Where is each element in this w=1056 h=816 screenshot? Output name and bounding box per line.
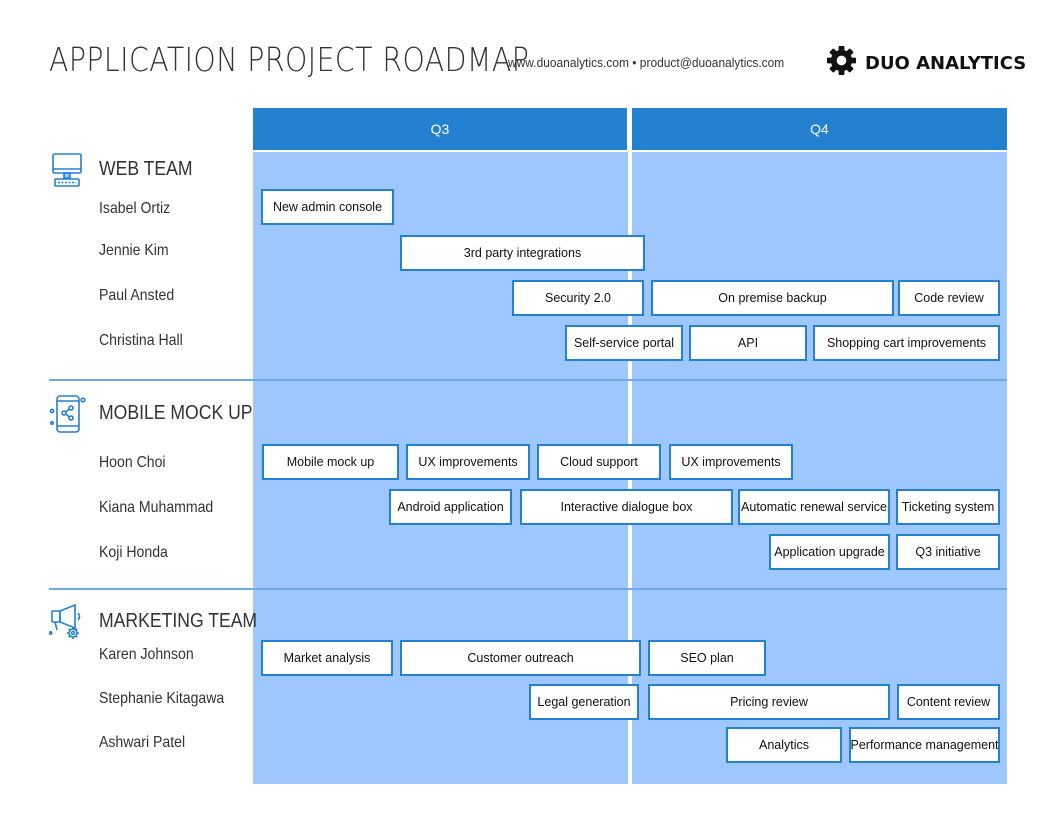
page-title: APPLICATION PROJECT ROADMAP <box>49 40 530 79</box>
quarter-header-q3: Q3 <box>253 108 627 150</box>
task-bar: Application upgrade <box>769 534 890 570</box>
team-title-web: WEB TEAM <box>99 158 193 180</box>
megaphone-gear-icon <box>48 603 87 641</box>
task-bar: Performance management <box>849 727 1000 763</box>
member-name: Ashwari Patel <box>99 734 186 751</box>
brand-name: DUO ANALYTICS <box>865 52 1027 74</box>
member-name: Christina Hall <box>99 332 183 349</box>
mobile-share-icon <box>49 395 87 433</box>
task-bar: Legal generation <box>529 684 639 720</box>
task-bar: Android application <box>389 489 512 525</box>
task-bar: Pricing review <box>648 684 890 720</box>
contact-info: www.duoanalytics.com • product@duoanalyt… <box>508 55 785 70</box>
member-name: Stephanie Kitagawa <box>99 690 225 707</box>
task-bar: Ticketing system <box>896 489 1000 525</box>
task-bar: UX improvements <box>406 444 530 480</box>
task-bar: UX improvements <box>669 444 793 480</box>
task-bar: Code review <box>898 280 1000 316</box>
member-name: Paul Ansted <box>99 287 175 304</box>
task-bar: Mobile mock up <box>262 444 399 480</box>
task-bar: Analytics <box>726 727 842 763</box>
team-divider <box>49 588 1007 590</box>
brand-logo: DUO ANALYTICS <box>826 45 1026 81</box>
team-divider <box>49 379 1007 381</box>
member-name: Jennie Kim <box>99 242 169 259</box>
task-bar: Shopping cart improvements <box>813 325 1000 361</box>
computer-icon <box>49 152 87 190</box>
team-title-mobile: MOBILE MOCK UP <box>99 402 253 424</box>
task-bar: Content review <box>897 684 1000 720</box>
member-name: Koji Honda <box>99 544 168 561</box>
task-bar: On premise backup <box>651 280 894 316</box>
task-bar: Customer outreach <box>400 640 641 676</box>
task-bar: Automatic renewal service <box>738 489 890 525</box>
member-name: Hoon Choi <box>99 454 166 471</box>
task-bar: Interactive dialogue box <box>520 489 733 525</box>
task-bar: Q3 initiative <box>896 534 1000 570</box>
quarter-header-q4: Q4 <box>632 108 1007 150</box>
task-bar: Security 2.0 <box>512 280 644 316</box>
quarter-label: Q3 <box>430 121 450 137</box>
task-bar: 3rd party integrations <box>400 235 645 271</box>
task-bar: SEO plan <box>648 640 766 676</box>
task-bar: New admin console <box>261 189 394 225</box>
quarter-label: Q4 <box>810 121 829 137</box>
gear-icon <box>826 45 857 81</box>
member-name: Isabel Ortiz <box>99 200 171 217</box>
task-bar: Self-service portal <box>565 325 683 361</box>
member-name: Karen Johnson <box>99 646 194 663</box>
member-name: Kiana Muhammad <box>99 499 214 516</box>
task-bar: Market analysis <box>261 640 393 676</box>
task-bar: Cloud support <box>537 444 661 480</box>
team-title-marketing: MARKETING TEAM <box>99 610 258 632</box>
task-bar: API <box>689 325 807 361</box>
